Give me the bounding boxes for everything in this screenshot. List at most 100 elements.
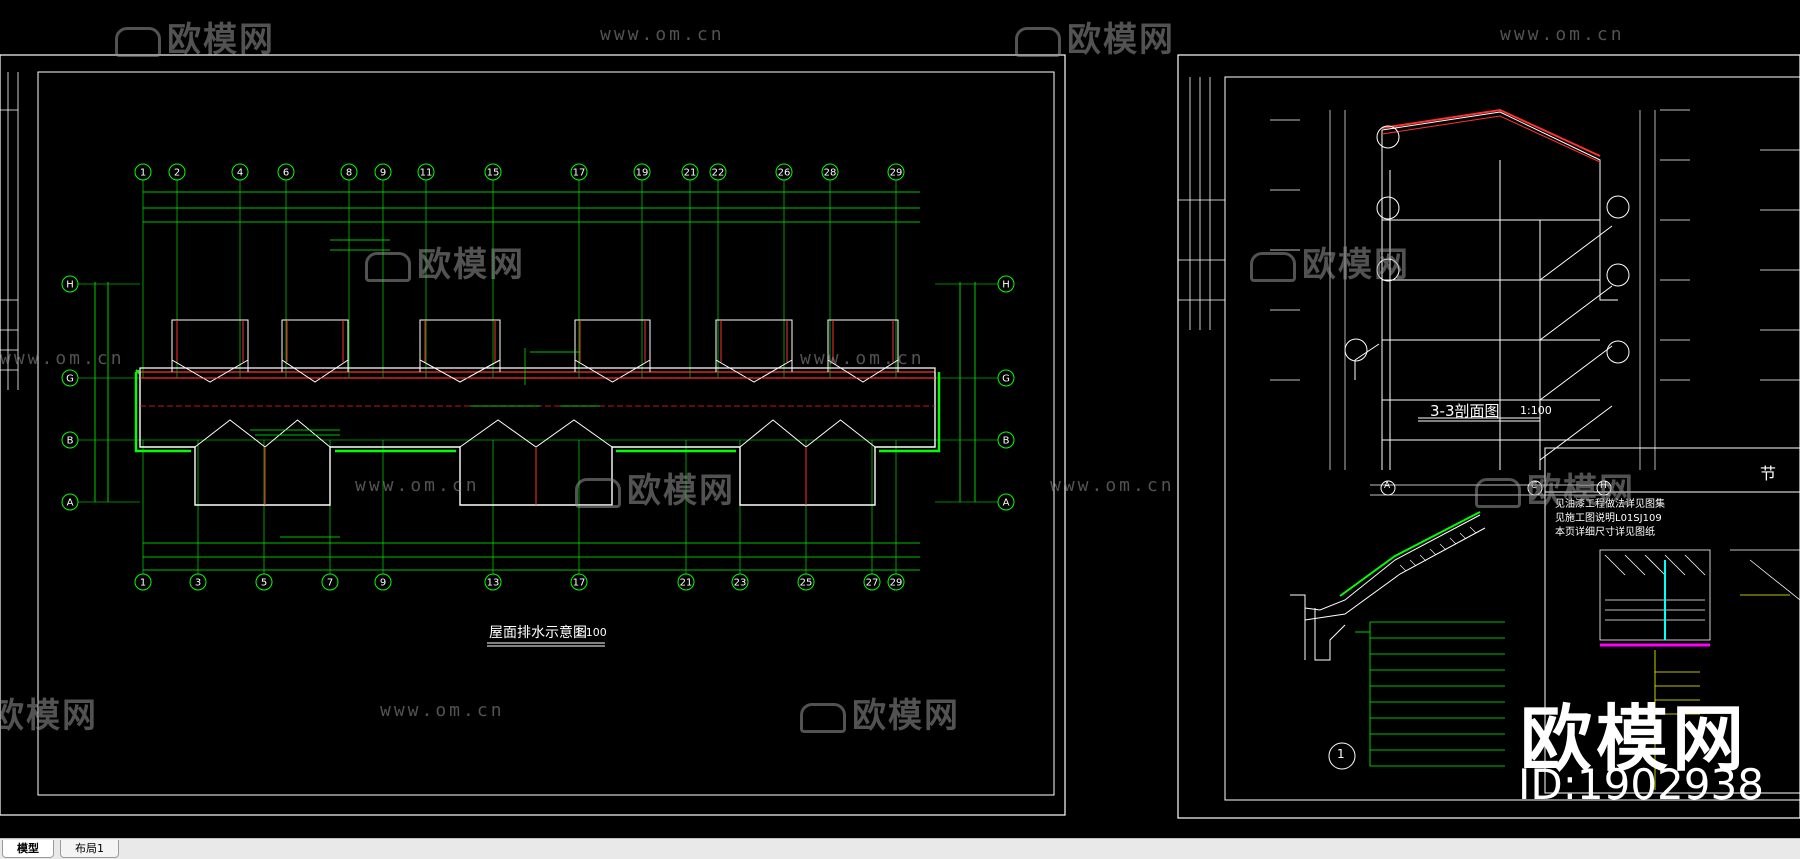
watermark-logo-icon: [1475, 477, 1521, 508]
top-bay: [715, 319, 793, 383]
top-bay: [574, 319, 651, 383]
node-title: 节: [1760, 464, 1777, 483]
watermark-logo-icon: [1015, 26, 1061, 57]
top-axis-11-label: 11: [420, 168, 433, 179]
top-axis-9-label: 9: [380, 168, 386, 179]
left-title-underline: [487, 642, 605, 647]
watermark-url-7: www.om.cn: [380, 700, 505, 721]
bottom-axis-27-label: 27: [866, 578, 879, 589]
watermark-brand-1: 欧模网: [115, 12, 275, 61]
node-layer-callouts: [1654, 594, 1790, 790]
bottom-axis-7-circle: [321, 573, 339, 591]
left-sheet-inner-frame: [37, 71, 1055, 796]
watermark-brand-text: 欧模网: [1067, 20, 1175, 60]
watermark-url-1: www.om.cn: [600, 24, 725, 45]
watermark-logo-icon: [115, 26, 161, 57]
node-note-2: 见施工图说明L01SJ109: [1555, 513, 1662, 524]
bottom-axis-5-circle: [255, 573, 273, 591]
bottom-axis-17-circle: [570, 573, 588, 591]
left-drawing-scale: 1:100: [575, 626, 607, 639]
bottom-axis-25-circle: [797, 573, 815, 591]
top-axis-15-circle: [484, 163, 502, 181]
bottom-axis-5-label: 5: [261, 578, 267, 589]
watermark-url-2: www.om.cn: [1500, 24, 1625, 45]
eave-layer-table: [1355, 621, 1505, 767]
watermark-brand-text: 欧模网: [852, 696, 960, 736]
row-axis-right-B-circle: [997, 431, 1015, 449]
watermark-logo-icon: [575, 477, 621, 508]
section-title: 3-3剖面图: [1430, 402, 1500, 420]
tab-layout-1[interactable]: 布局1: [60, 840, 119, 858]
bottom-axis-13-circle: [484, 573, 502, 591]
right-sheet-border: [1177, 54, 1800, 819]
watermark-logo-icon: [365, 251, 411, 282]
top-axis-6-circle: [277, 163, 295, 181]
section-drawing: [1381, 108, 1618, 470]
big-watermark-id: ID:1902938: [1518, 760, 1764, 809]
watermark-brand-6: 欧模网: [1475, 463, 1635, 512]
section-title-underline: [1418, 417, 1540, 422]
row-axis-right-A-label: A: [1003, 498, 1010, 509]
top-axis-8-circle: [340, 163, 358, 181]
watermark-url-4: www.om.cn: [800, 348, 925, 369]
side-dimension-lines: [94, 282, 976, 502]
watermark-brand-text: 欧模网: [1527, 471, 1635, 511]
section-axis-a: A: [1384, 481, 1391, 491]
row-axis-right-H-label: H: [1002, 280, 1010, 291]
watermark-brand-text: 欧模网: [0, 696, 98, 736]
row-axis-left-A-label: A: [67, 498, 74, 509]
watermark-logo-icon: [1250, 251, 1296, 282]
top-axis-1-circle: [134, 163, 152, 181]
left-drawing-title: 屋面排水示意图: [489, 625, 587, 641]
top-bay: [827, 319, 899, 383]
bottom-axis-9-circle: [374, 573, 392, 591]
watermark-url-3: www.om.cn: [0, 348, 125, 369]
watermark-brand-text: 欧模网: [167, 20, 275, 60]
bottom-axis-13-label: 13: [487, 578, 500, 589]
watermark-brand-8: 欧模网: [800, 688, 960, 737]
row-axis-right-H-circle: [997, 275, 1015, 293]
annotation-marks: [250, 239, 600, 538]
top-axis-9-circle: [374, 163, 392, 181]
top-axis-1-label: 1: [140, 168, 146, 179]
top-bay: [419, 319, 501, 383]
top-axis-2-circle: [168, 163, 186, 181]
watermark-brand-5: 欧模网: [575, 463, 735, 512]
top-bay-drain: [176, 320, 244, 362]
top-axis-22-label: 22: [712, 168, 725, 179]
top-axis-11-circle: [417, 163, 435, 181]
top-axis-15-label: 15: [487, 168, 500, 179]
node-detail-frame: [1544, 447, 1800, 794]
bottom-axis-9-label: 9: [380, 578, 386, 589]
tab-model[interactable]: 模型: [2, 840, 54, 858]
detail-number: 1: [1337, 747, 1345, 761]
watermark-brand-text: 欧模网: [1302, 245, 1410, 285]
row-axis-left-B-label: B: [67, 436, 74, 447]
right-title-strip: [1178, 77, 1225, 330]
watermark-brand-2: 欧模网: [1015, 12, 1175, 61]
row-axis-left-B-circle: [61, 431, 79, 449]
watermark-url-5: www.om.cn: [355, 475, 480, 496]
bottom-axis-21-circle: [677, 573, 695, 591]
bottom-axis-1-circle: [134, 573, 152, 591]
bottom-axis-7-label: 7: [327, 578, 333, 589]
row-axis-left-H-label: H: [66, 280, 74, 291]
top-dimension-lines: [143, 191, 920, 223]
top-bay-drain: [720, 320, 788, 362]
section-stairs: [1354, 225, 1613, 461]
bottom-roof-bays: [194, 419, 876, 505]
top-axis-2-label: 2: [174, 168, 180, 179]
watermark-url-6: www.om.cn: [1050, 475, 1175, 496]
row-axis-right-A-circle: [997, 493, 1015, 511]
top-axis-22-circle: [709, 163, 727, 181]
bottom-axis-17-label: 17: [573, 578, 586, 589]
section-far-right-levels: [1760, 149, 1800, 381]
watermark-brand-4: 欧模网: [1250, 237, 1410, 286]
bottom-axis-21-label: 21: [680, 578, 693, 589]
node-note-1: 见油漆工程做法详见图集: [1555, 499, 1665, 510]
bottom-axis-23-label: 23: [734, 578, 747, 589]
section-axis-h: H: [1600, 481, 1607, 491]
